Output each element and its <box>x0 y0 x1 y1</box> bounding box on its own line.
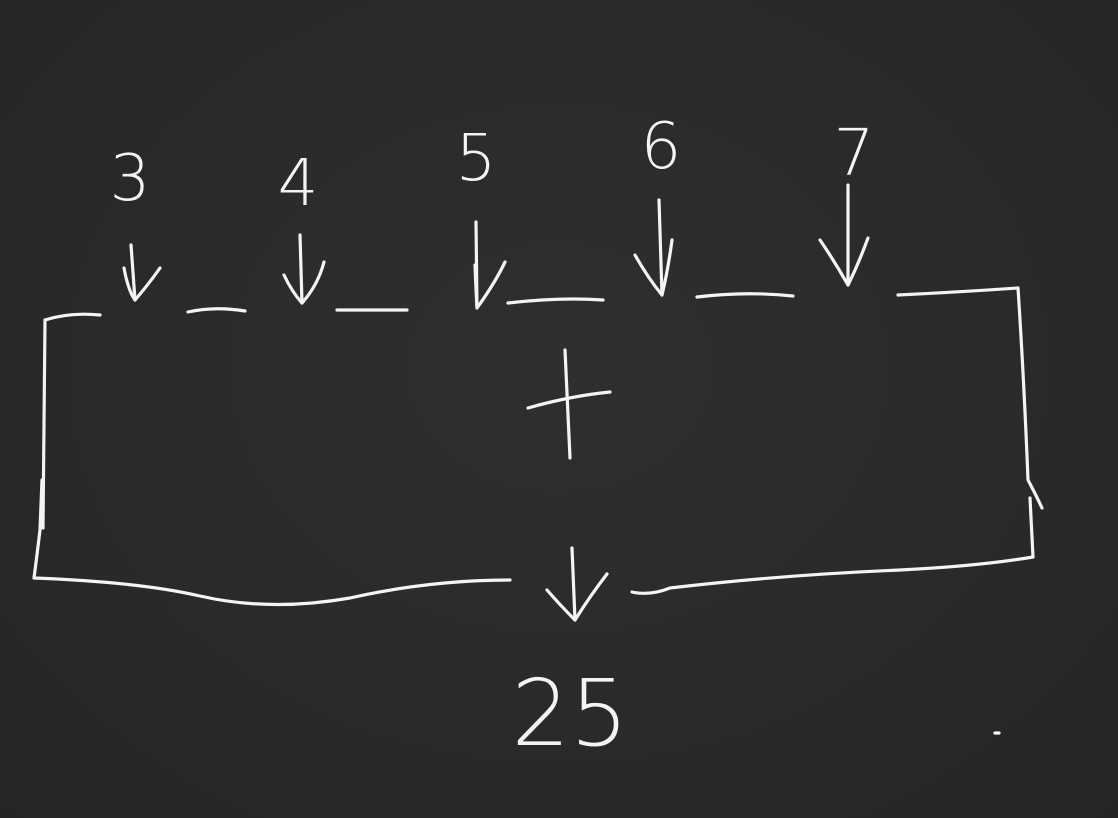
output-arrow <box>545 546 609 622</box>
box-left-edge <box>32 318 47 580</box>
result-value: 25 <box>511 660 628 767</box>
input-arrow-3 <box>473 220 507 310</box>
input-number-2: 4 <box>278 147 319 221</box>
input-arrow-2 <box>282 233 326 305</box>
input-number-3: 5 <box>456 122 497 196</box>
box-right-edge <box>1016 286 1044 559</box>
box-top-edge <box>43 286 1020 322</box>
box-bottom-edge <box>32 555 1035 607</box>
plus-operator <box>526 348 612 460</box>
input-number-5: 7 <box>834 117 875 191</box>
input-arrow-5 <box>818 183 870 287</box>
input-arrow-1 <box>122 243 162 302</box>
input-number-1: 3 <box>110 142 151 216</box>
input-arrow-4 <box>633 198 674 297</box>
input-number-4: 6 <box>641 110 682 184</box>
